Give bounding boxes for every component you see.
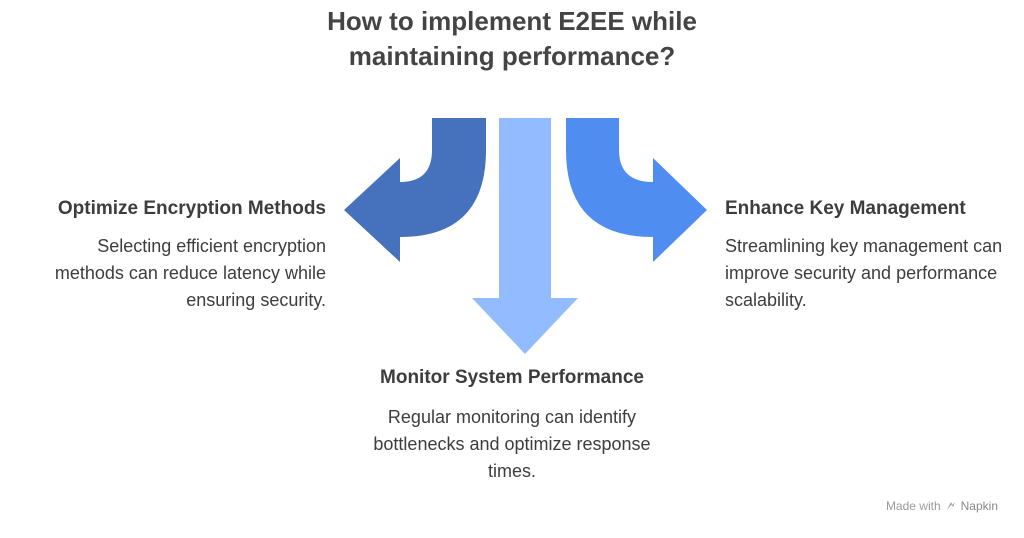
napkin-logo-icon <box>946 502 955 510</box>
right-branch-title: Enhance Key Management <box>725 198 966 219</box>
watermark-brand: Napkin <box>960 499 998 513</box>
watermark[interactable]: Made with Napkin <box>886 499 998 513</box>
right-arrow <box>566 118 707 262</box>
left-branch-title: Optimize Encryption Methods <box>57 198 326 219</box>
watermark-prefix: Made with <box>885 499 941 513</box>
diagram-title: How to implement E2EE while maintaining … <box>327 6 697 71</box>
center-arrow <box>472 118 578 354</box>
left-arrow <box>344 118 486 262</box>
right-branch-description: Streamlining key management can improve … <box>725 236 1003 310</box>
center-branch-title: Monitor System Performance <box>380 367 644 388</box>
left-branch-description: Selecting efficient encryption methods c… <box>54 236 326 310</box>
center-branch-description: Regular monitoring can identify bottlene… <box>373 407 651 481</box>
